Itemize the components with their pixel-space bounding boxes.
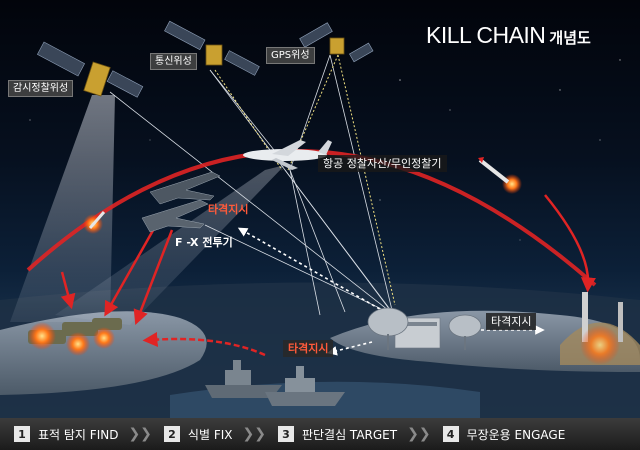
- kill-chain-steps-bar: 1 표적 탐지 FIND ❯❯ 2 식별 FIX ❯❯ 3 판단결심 TARGE…: [0, 418, 640, 450]
- stars: [29, 59, 621, 241]
- strike-order-label-3: 타격지시: [486, 313, 537, 330]
- step-number: 3: [277, 426, 294, 442]
- surveillance-aircraft-icon: [243, 140, 332, 170]
- comm-satellite-label: 통신위성: [150, 53, 197, 70]
- step-fix: 2 식별 FIX ❯❯: [163, 418, 278, 450]
- aircraft-label: 항공 정찰자산/무인정찰기: [318, 155, 447, 172]
- step-label: 무장운용 ENGAGE: [466, 427, 566, 442]
- radar-command-center-icon: [367, 307, 482, 350]
- fighter-jet-icon: [141, 171, 221, 233]
- enemy-tanks-icon: [28, 318, 122, 356]
- missile-right-icon: [478, 157, 522, 194]
- command-arrows: [237, 227, 545, 356]
- step-number: 4: [442, 426, 459, 442]
- recon-satellite-label: 감시정찰위성: [8, 80, 74, 97]
- launch-site-icon: [560, 292, 640, 365]
- title-korean: 개념도: [549, 29, 591, 47]
- comm-satellite-icon: [164, 20, 260, 76]
- warship-icon: [205, 360, 345, 406]
- strike-order-label-1: 타격지시: [208, 203, 249, 216]
- missile-left-icon: [83, 211, 106, 234]
- gps-satellite-label: GPS위성: [266, 47, 315, 64]
- step-label: 식별 FIX: [187, 427, 233, 442]
- step-target: 3 판단결심 TARGET ❯❯: [277, 418, 443, 450]
- step-find: 1 표적 탐지 FIND ❯❯: [14, 418, 164, 450]
- strike-order-label-2: 타격지시: [283, 340, 334, 357]
- title-english: KILL CHAIN: [426, 22, 546, 48]
- chevron-right-icon: ❯❯: [128, 426, 152, 442]
- step-number: 1: [14, 426, 30, 442]
- chevron-right-icon: ❯❯: [407, 426, 431, 442]
- step-number: 2: [163, 426, 180, 442]
- fighter-label: F -X 전투기: [175, 236, 233, 249]
- strike-arrows: [60, 194, 596, 357]
- step-label: 판단결심 TARGET: [301, 427, 398, 442]
- aircraft-scan-beam: [55, 165, 285, 325]
- step-engage: 4 무장운용 ENGAGE: [442, 418, 566, 450]
- recon-satellite-icon: [37, 41, 144, 98]
- gps-dotted-lines: [214, 54, 396, 306]
- gps-satellite-icon: [299, 22, 374, 63]
- chevron-right-icon: ❯❯: [242, 426, 266, 442]
- step-label: 표적 탐지 FIND: [38, 427, 119, 442]
